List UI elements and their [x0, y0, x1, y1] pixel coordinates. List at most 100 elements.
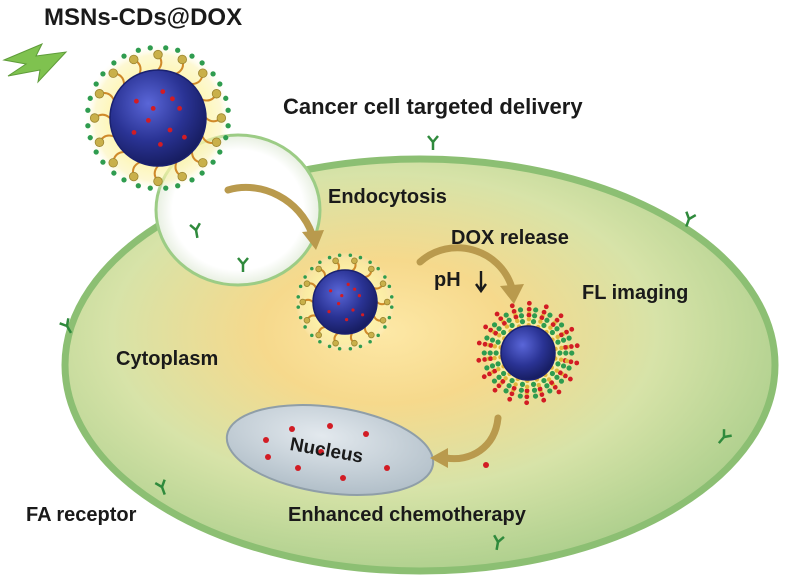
- chemotherapy-label: Enhanced chemotherapy: [288, 504, 526, 526]
- dox-dot: [488, 356, 493, 362]
- carbon-dot: [560, 363, 567, 369]
- silica-core: [312, 269, 378, 335]
- dox-release-arrow: [416, 244, 516, 292]
- carbon-dot: [531, 387, 538, 393]
- dox-dot: [557, 370, 563, 376]
- carbon-dot: [518, 313, 525, 319]
- folate-bead: [94, 137, 105, 147]
- lightning-bolt-icon: [2, 43, 68, 84]
- carbon-dot: [100, 71, 106, 77]
- folate-bead: [368, 331, 375, 339]
- nucleus-dox-dot: [327, 423, 333, 429]
- chemotherapy-arrow: [442, 414, 502, 463]
- loaded-dox-dot: [329, 289, 333, 293]
- carbon-dot: [376, 266, 380, 271]
- dox-dot: [568, 359, 574, 365]
- carbon-dot: [387, 315, 392, 320]
- receptor-arm: [427, 135, 434, 143]
- carbon-dot: [491, 378, 498, 384]
- dox-dot: [487, 371, 492, 377]
- fa-receptor-label: FA receptor: [26, 504, 137, 526]
- carbon-dot: [489, 337, 496, 343]
- carbon-dot: [487, 350, 493, 356]
- cytoplasm-label: Cytoplasm: [116, 348, 219, 370]
- carbon-dot: [358, 255, 363, 260]
- carbon-dot: [147, 45, 153, 51]
- carbon-dot: [163, 185, 169, 191]
- folate-bead: [303, 317, 311, 324]
- carbon-dot: [163, 45, 169, 51]
- carbon-dot: [558, 378, 565, 384]
- carbon-dot: [484, 335, 490, 341]
- carbon-dot: [506, 317, 512, 323]
- carbon-dot: [530, 381, 537, 387]
- nucleus-dox-dots: [263, 423, 489, 481]
- nanoparticle-outside: [83, 43, 233, 193]
- dox-dot: [482, 357, 488, 362]
- folate-bead: [89, 113, 100, 123]
- loaded-dox-dot: [361, 313, 365, 317]
- carbon-dot: [541, 377, 547, 384]
- dox-dot: [513, 314, 519, 320]
- dox-dot: [524, 394, 530, 400]
- carbon-dot: [532, 393, 539, 399]
- receptor-arm: [493, 534, 500, 543]
- carbon-dot: [518, 387, 525, 393]
- carbon-dot: [189, 53, 195, 59]
- dox-dot: [537, 386, 543, 392]
- dox-dot: [488, 327, 494, 333]
- carbon-dot: [85, 107, 91, 113]
- dox-dot: [509, 303, 515, 309]
- carbon-dot: [376, 333, 380, 338]
- folate-bead: [94, 89, 105, 99]
- dox-dot: [507, 396, 513, 402]
- dox-dot: [543, 304, 549, 310]
- nucleus-dox-dot: [263, 437, 269, 443]
- receptor-arm: [237, 257, 244, 265]
- dox-release-arrowhead: [500, 284, 524, 304]
- carbon-dot: [303, 325, 307, 329]
- carbon-dot: [560, 337, 567, 343]
- dox-dot: [558, 332, 564, 338]
- dox-dot: [498, 316, 504, 322]
- released-dox-dot: [483, 462, 489, 468]
- receptor-stem: [685, 218, 691, 227]
- carbon-dot: [111, 170, 117, 176]
- carbon-dot: [549, 370, 556, 377]
- receptor-stem: [495, 541, 500, 551]
- dox-dot: [574, 360, 580, 366]
- receptor-arm: [722, 429, 726, 438]
- folate-bead: [216, 113, 227, 123]
- receptor-arm: [685, 211, 691, 220]
- carbon-dot: [210, 159, 216, 165]
- receptor-arm: [723, 434, 732, 439]
- dox-dot: [483, 324, 489, 330]
- carbon-dot: [383, 325, 387, 329]
- carbon-dot: [368, 260, 372, 264]
- title-label: MSNs-CDs@DOX: [44, 4, 243, 31]
- ligand-fragment: [503, 376, 508, 381]
- folate-bead: [351, 257, 358, 265]
- carbon-dot: [85, 123, 91, 129]
- carbon-dot: [93, 81, 99, 87]
- nucleus-dox-dot: [340, 475, 346, 481]
- carbon-dot: [389, 305, 394, 309]
- carbon-dot: [327, 344, 332, 349]
- carbon-dot: [549, 329, 556, 336]
- dox-release-label: DOX release: [451, 227, 569, 249]
- loaded-dox-dot: [351, 308, 355, 312]
- ligand-fragment: [538, 319, 543, 324]
- dox-dot: [502, 320, 507, 326]
- carbon-dot: [135, 47, 141, 53]
- ligand-fragment: [548, 325, 553, 330]
- loaded-dox-dot: [357, 294, 361, 298]
- dox-dot: [511, 385, 517, 391]
- endocytosis-label: Endocytosis: [328, 186, 447, 208]
- dox-dot: [563, 344, 568, 350]
- folate-bead: [211, 89, 222, 99]
- folate-bead: [315, 331, 322, 339]
- ligand-fragment: [536, 382, 541, 388]
- loaded-dox-dot: [167, 127, 173, 133]
- down-arrow-icon: [475, 271, 487, 294]
- ligand-fragment: [492, 355, 497, 361]
